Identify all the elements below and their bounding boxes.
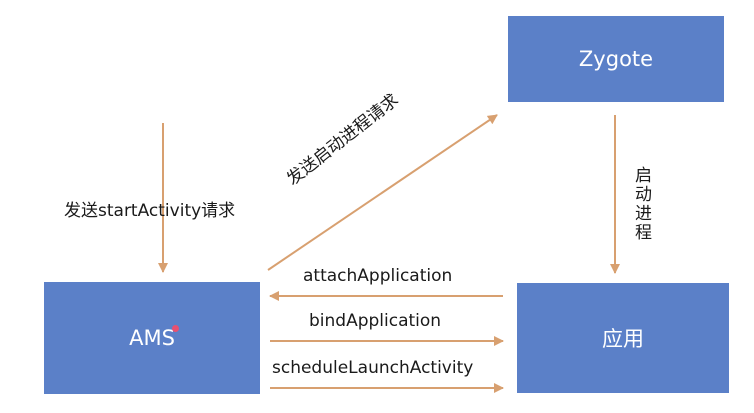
cursor-dot-icon (172, 325, 179, 332)
start-process-label: 启动进程 (631, 166, 651, 242)
schedule-launch-activity-label: scheduleLaunchActivity (272, 358, 474, 378)
ams-node: AMS (44, 282, 260, 394)
app-node: 应用 (517, 283, 729, 393)
app-label: 应用 (602, 327, 644, 351)
zygote-label: Zygote (578, 47, 654, 71)
bind-application-label: bindApplication (309, 311, 442, 331)
arrow-start-process-request (267, 114, 498, 271)
zygote-node: Zygote (508, 16, 724, 102)
attach-application-label: attachApplication (303, 266, 453, 286)
ams-label: AMS (129, 326, 175, 350)
send-start-activity-label: 发送startActivity请求 (64, 201, 236, 221)
